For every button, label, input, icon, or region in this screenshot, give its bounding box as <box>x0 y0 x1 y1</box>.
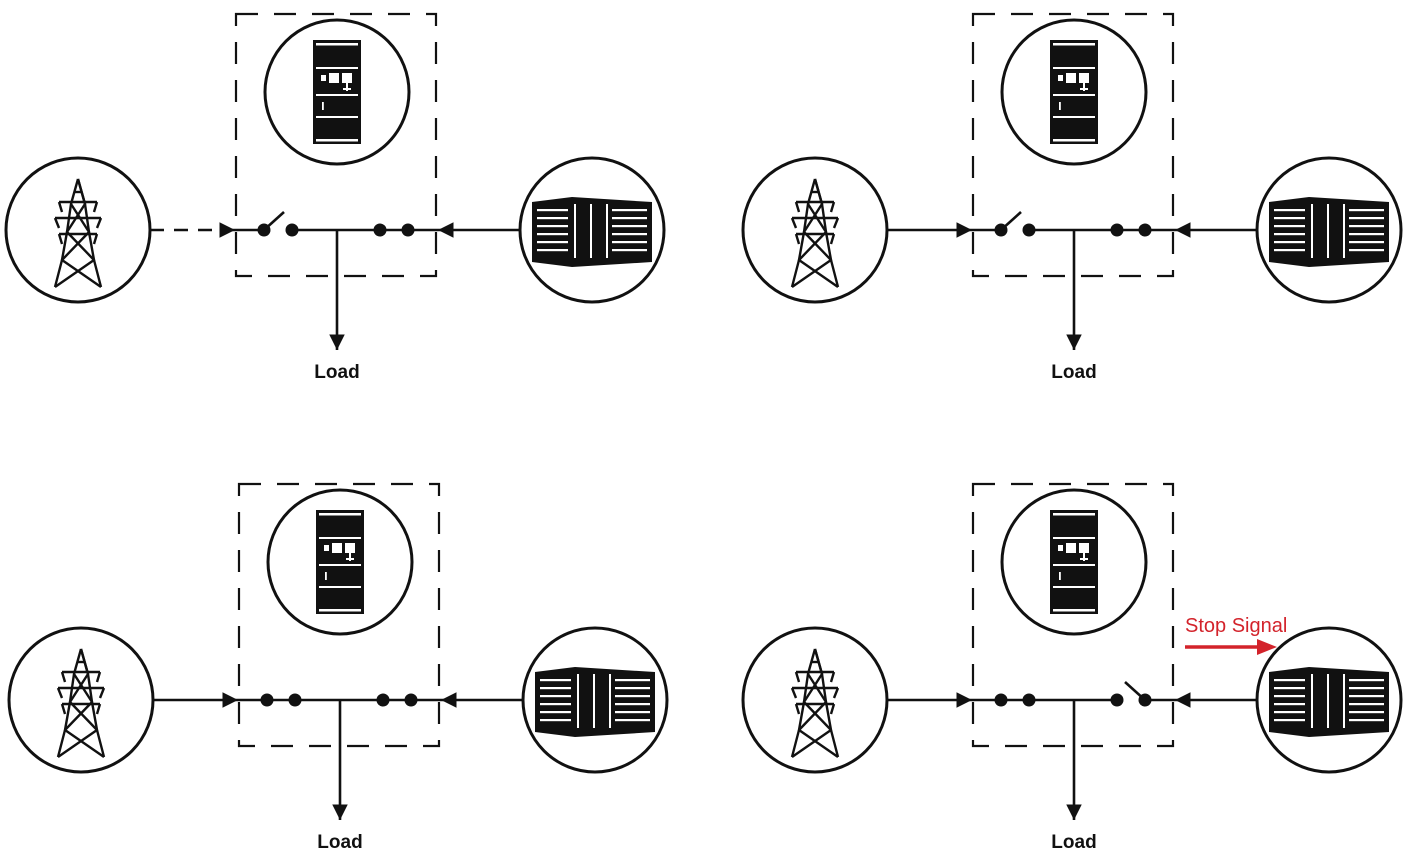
generator-icon <box>1269 667 1389 737</box>
transfer-switch-cabinet-icon <box>1050 510 1098 614</box>
transfer-switch-cabinet-icon <box>316 510 364 614</box>
stop-signal-arrow-head <box>1257 639 1277 655</box>
contact-dot <box>376 693 390 707</box>
panel-3: Load <box>7 482 669 853</box>
stop-signal-label: Stop Signal <box>1185 615 1287 637</box>
generator-icon <box>535 667 655 737</box>
panel-4: Load Stop Signal <box>741 482 1403 853</box>
generator-icon <box>1269 197 1389 267</box>
load-label: Load <box>314 362 359 383</box>
transfer-switch-cabinet-icon <box>313 40 361 144</box>
panel-1: Load <box>4 12 666 383</box>
load-label: Load <box>317 832 362 853</box>
contact-dot <box>260 693 274 707</box>
generator-icon <box>532 197 652 267</box>
contact-dot <box>1110 693 1124 707</box>
load-label: Load <box>1051 362 1096 383</box>
contact-dot <box>1110 223 1124 237</box>
load-label: Load <box>1051 832 1096 853</box>
contact-dot <box>373 223 387 237</box>
panel-2: Load <box>741 12 1403 383</box>
open-contact-blade <box>1000 211 1022 231</box>
open-contact-blade <box>1124 681 1146 701</box>
transfer-switch-cabinet-icon <box>1050 40 1098 144</box>
contact-dot <box>994 693 1008 707</box>
open-contact-blade <box>263 211 285 231</box>
